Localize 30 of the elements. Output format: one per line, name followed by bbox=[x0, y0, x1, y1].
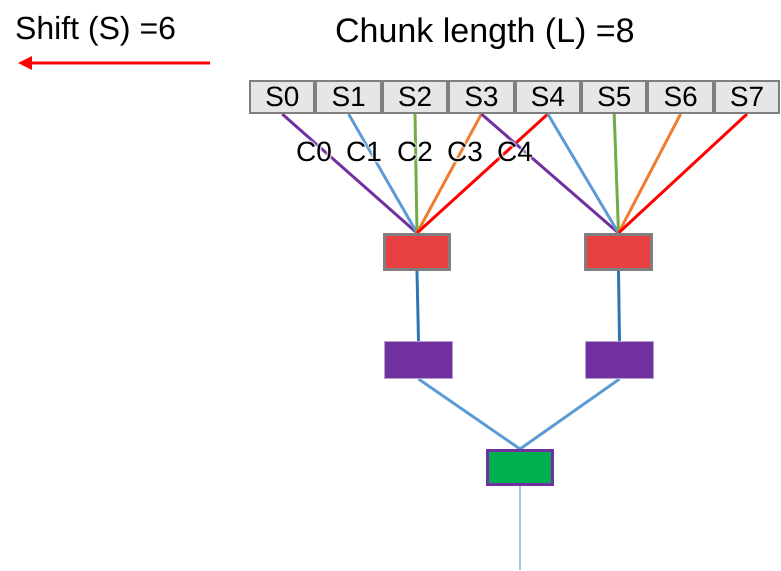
connector-line bbox=[418, 378, 521, 450]
process-box bbox=[584, 233, 653, 271]
connector-line bbox=[546, 113, 620, 234]
table-cell: S3 bbox=[448, 80, 515, 114]
process-box bbox=[383, 233, 451, 271]
table-cell: S0 bbox=[249, 80, 316, 114]
connector-line bbox=[347, 113, 418, 234]
process-box bbox=[585, 341, 654, 379]
connector-line bbox=[617, 112, 748, 234]
shift-label: Shift (S) =6 bbox=[15, 12, 176, 44]
connector-line bbox=[519, 378, 620, 450]
connector-line bbox=[416, 112, 549, 234]
connector-line bbox=[281, 112, 418, 234]
table-cell: S5 bbox=[581, 80, 648, 114]
table-cell: S6 bbox=[647, 80, 714, 114]
connector-line bbox=[414, 114, 418, 234]
connector-line bbox=[617, 270, 621, 342]
connector-line bbox=[416, 270, 420, 342]
output-box bbox=[486, 449, 554, 486]
table-cell: S1 bbox=[315, 80, 382, 114]
connector-line bbox=[416, 113, 483, 234]
connector-line bbox=[612, 114, 620, 234]
table-cell: S4 bbox=[514, 80, 581, 114]
table-cell: S2 bbox=[382, 80, 448, 114]
chunk-length-label: Chunk length (L) =8 bbox=[335, 14, 635, 48]
connector-line bbox=[519, 486, 521, 570]
connector-line bbox=[617, 113, 682, 234]
connector-line bbox=[480, 112, 620, 234]
process-box bbox=[384, 341, 453, 379]
table-cell: S7 bbox=[714, 80, 780, 114]
